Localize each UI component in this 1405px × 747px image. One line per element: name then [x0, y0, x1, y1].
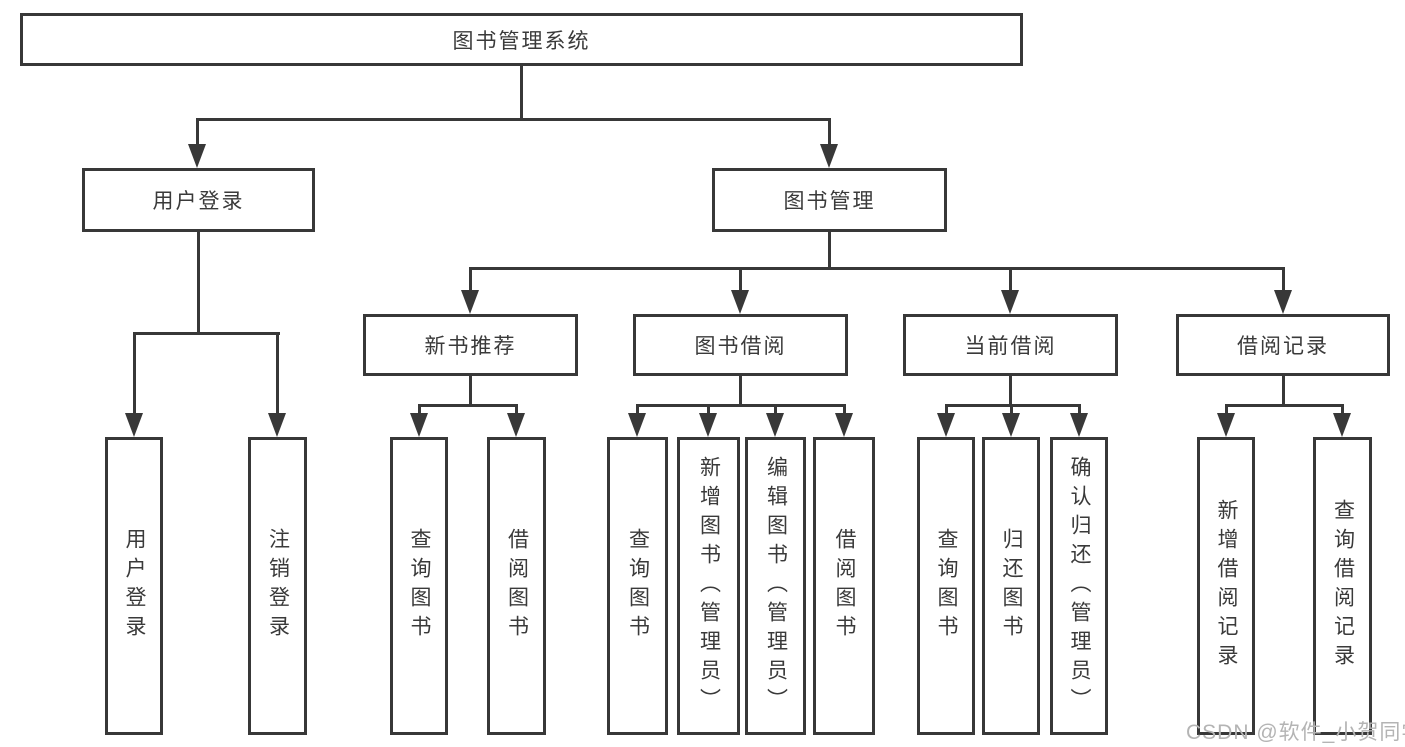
connector-line	[1009, 267, 1012, 291]
connector-line	[1282, 267, 1285, 291]
arrow-down-icon	[125, 413, 143, 437]
node-label: 图书管理	[783, 190, 876, 213]
connector-line	[276, 332, 279, 414]
arrow-down-icon	[188, 144, 206, 168]
arrow-down-icon	[628, 413, 646, 437]
arrow-down-icon	[766, 413, 784, 437]
node-label: 新书推荐	[424, 335, 517, 358]
arrow-down-icon	[835, 413, 853, 437]
connector-line	[739, 267, 742, 291]
arrow-down-icon	[1274, 290, 1292, 314]
node-label: 借阅记录	[1237, 335, 1329, 358]
node-label: 借阅图书	[833, 528, 856, 644]
connector-line	[469, 267, 472, 291]
node-label: 归还图书	[1000, 528, 1023, 644]
connector-line	[469, 267, 1285, 270]
connector-line	[828, 118, 831, 145]
node-label: 确认归还（管理员）	[1068, 455, 1091, 717]
connector-line	[945, 404, 1081, 407]
node-label: 注销登录	[266, 528, 290, 644]
watermark: CSDN @软件_小贺同学	[1186, 721, 1405, 744]
leaf-borrow-borrow-books: 借阅图书	[813, 437, 875, 735]
connector-line	[520, 66, 523, 120]
connector-line	[1078, 404, 1081, 414]
arrow-down-icon	[410, 413, 428, 437]
connector-line	[945, 404, 948, 414]
connector-line	[1225, 404, 1228, 414]
connector-line	[196, 118, 199, 145]
connector-line	[1009, 376, 1012, 407]
leaf-logout: 注销登录	[248, 437, 307, 735]
node-label: 图书借阅	[694, 335, 787, 358]
node-label: 用户登录	[123, 528, 146, 644]
connector-line	[843, 404, 846, 414]
connector-line	[1341, 404, 1344, 414]
node-label: 新增借阅记录	[1215, 499, 1238, 673]
arrow-down-icon	[699, 413, 717, 437]
node-label: 查询图书	[935, 528, 958, 644]
leaf-borrow-query-books: 查询图书	[607, 437, 668, 735]
leaf-recommend-borrow-books: 借阅图书	[487, 437, 546, 735]
connector-line	[636, 404, 846, 407]
connector-line	[1282, 376, 1285, 407]
connector-line	[197, 232, 200, 335]
connector-line	[1010, 404, 1013, 414]
node-label: 查询借阅记录	[1331, 499, 1355, 673]
leaf-user-login: 用户登录	[105, 437, 163, 735]
leaf-current-query-books: 查询图书	[917, 437, 975, 735]
node-new-book-recommend: 新书推荐	[363, 314, 578, 376]
leaf-current-return-books: 归还图书	[982, 437, 1040, 735]
connector-line	[196, 118, 831, 121]
node-current-borrowing: 当前借阅	[903, 314, 1118, 376]
leaf-recommend-query-books: 查询图书	[390, 437, 448, 735]
node-borrowing-records: 借阅记录	[1176, 314, 1390, 376]
arrow-down-icon	[1002, 413, 1020, 437]
connector-line	[515, 404, 518, 414]
arrow-down-icon	[820, 144, 838, 168]
connector-line	[1225, 404, 1344, 407]
arrow-down-icon	[1070, 413, 1088, 437]
arrow-down-icon	[268, 413, 286, 437]
node-label: 查询图书	[408, 528, 431, 644]
connector-line	[774, 404, 777, 414]
node-label: 当前借阅	[964, 335, 1057, 358]
node-label: 用户登录	[152, 190, 245, 213]
arrow-down-icon	[461, 290, 479, 314]
leaf-borrow-edit-books-admin: 编辑图书（管理员）	[745, 437, 806, 735]
connector-line	[469, 376, 472, 407]
node-label: 图书管理系统	[452, 29, 591, 53]
node-book-borrowing: 图书借阅	[633, 314, 848, 376]
arrow-down-icon	[507, 413, 525, 437]
connector-line	[636, 404, 639, 414]
leaf-current-confirm-return-admin: 确认归还（管理员）	[1050, 437, 1108, 735]
leaf-borrow-add-books-admin: 新增图书（管理员）	[677, 437, 740, 735]
arrow-down-icon	[1217, 413, 1235, 437]
node-label: 编辑图书（管理员）	[764, 455, 788, 717]
connector-line	[828, 232, 831, 269]
node-label: 新增图书（管理员）	[697, 455, 721, 717]
arrow-down-icon	[1333, 413, 1351, 437]
leaf-records-add-record: 新增借阅记录	[1197, 437, 1255, 735]
arrow-down-icon	[937, 413, 955, 437]
node-user-login-branch: 用户登录	[82, 168, 315, 232]
arrow-down-icon	[1001, 290, 1019, 314]
arrow-down-icon	[731, 290, 749, 314]
node-label: 借阅图书	[505, 528, 529, 644]
connector-line	[418, 404, 421, 414]
leaf-records-query-record: 查询借阅记录	[1313, 437, 1372, 735]
connector-line	[739, 376, 742, 407]
node-library-management-system: 图书管理系统	[20, 13, 1023, 66]
node-label: 查询图书	[626, 528, 650, 644]
connector-line	[133, 332, 136, 414]
connector-line	[707, 404, 710, 414]
connector-line	[418, 404, 518, 407]
node-book-management: 图书管理	[712, 168, 947, 232]
connector-line	[133, 332, 280, 335]
